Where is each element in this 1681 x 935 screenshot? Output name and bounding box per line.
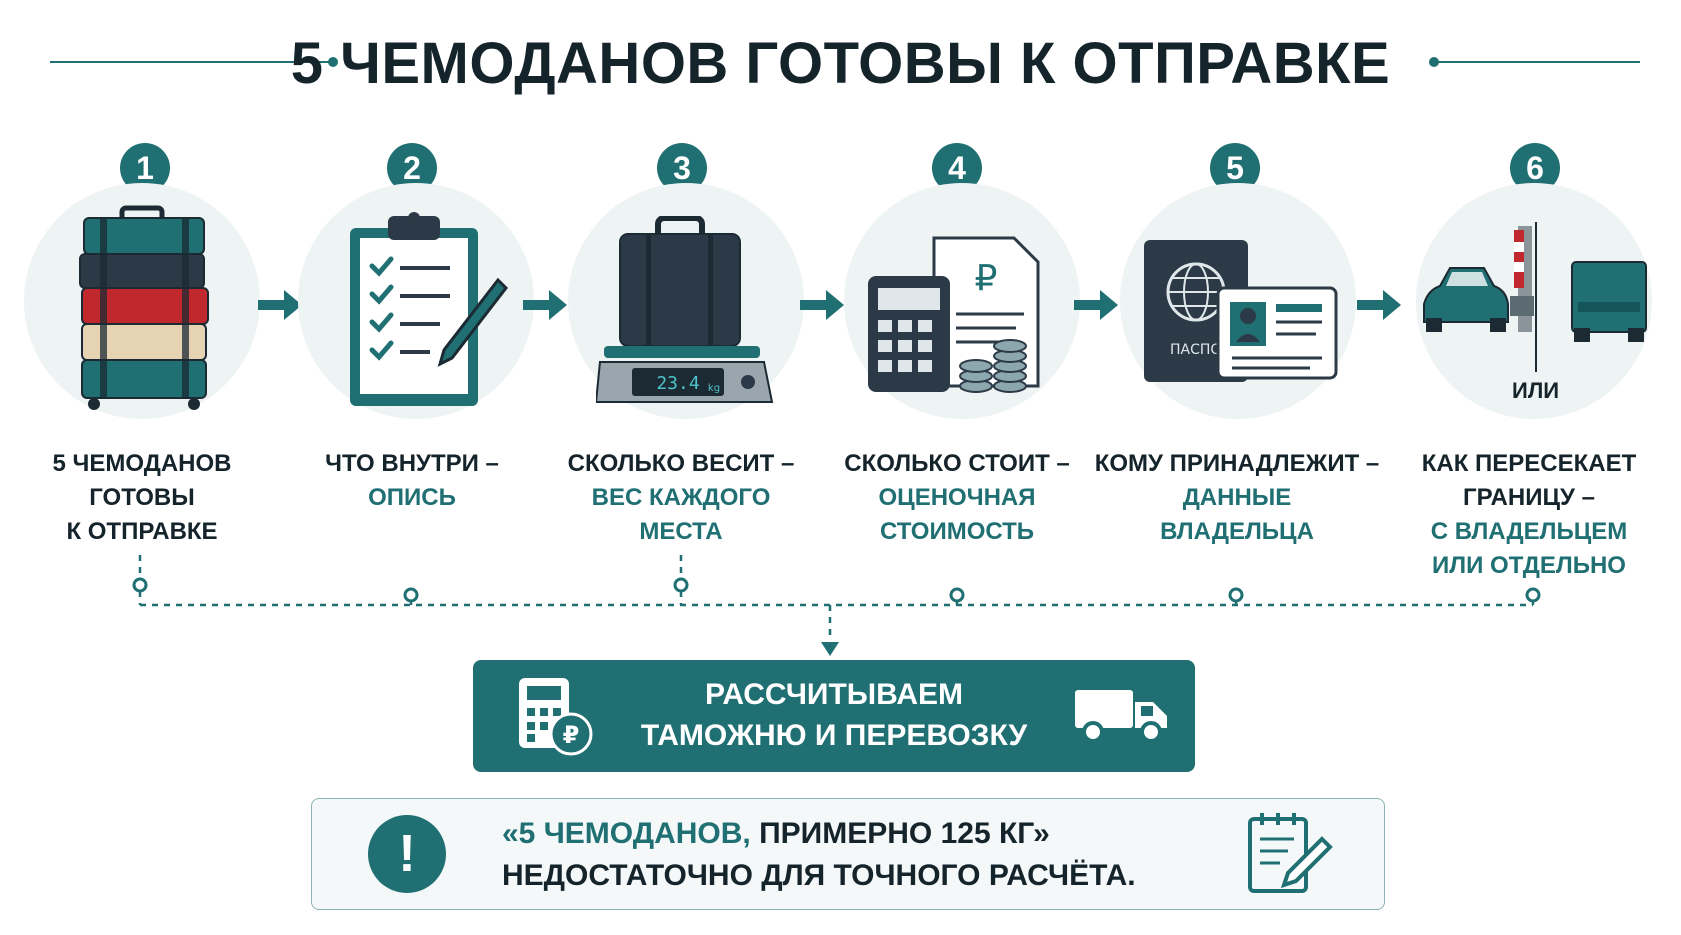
step-1-line-1: 5 ЧЕМОДАНОВ bbox=[52, 450, 232, 477]
step-2-label: ЧТО ВНУТРИ – ОПИСЬ bbox=[267, 447, 557, 515]
arrow-right-icon bbox=[258, 290, 302, 320]
car-border-truck-icon bbox=[1423, 222, 1647, 372]
banner-line-2: ТАМОЖНЮ И ПЕРЕВОЗКУ bbox=[640, 719, 1028, 752]
or-label: ИЛИ bbox=[1512, 378, 1560, 403]
step-4-label: СКОЛЬКО СТОИТ – ОЦЕНОЧНАЯ СТОИМОСТЬ bbox=[812, 447, 1102, 549]
step-3-answer-2: МЕСТА bbox=[639, 518, 723, 545]
step-5-question: КОМУ ПРИНАДЛЕЖИТ – bbox=[1094, 450, 1380, 477]
step-1-label: 5 ЧЕМОДАНОВ ГОТОВЫ К ОТПРАВКЕ bbox=[0, 447, 287, 549]
step-3-question: СКОЛЬКО ВЕСИТ – bbox=[567, 450, 795, 477]
step-6-question-2: ГРАНИЦУ – bbox=[1463, 484, 1595, 511]
step-3-answer-1: ВЕС КАЖДОГО bbox=[591, 484, 771, 511]
step-2-answer: ОПИСЬ bbox=[368, 484, 456, 511]
title-right-dot bbox=[1429, 57, 1439, 67]
step-5-answer-2: ВЛАДЕЛЬЦА bbox=[1160, 518, 1314, 545]
step-3-label: СКОЛЬКО ВЕСИТ – ВЕС КАЖДОГО МЕСТА bbox=[536, 447, 826, 549]
step-6-question-1: КАК ПЕРЕСЕКАЕТ bbox=[1421, 450, 1637, 477]
arrow-right-icon bbox=[1357, 290, 1401, 320]
suitcase-stack-icon bbox=[79, 205, 209, 410]
passport-text: ПАСПОР bbox=[1170, 342, 1230, 358]
truck-icon bbox=[1075, 690, 1167, 743]
step-2-question: ЧТО ВНУТРИ – bbox=[325, 450, 499, 477]
arrow-right-icon bbox=[1074, 290, 1118, 320]
step-5-answer-1: ДАННЫЕ bbox=[1182, 484, 1292, 511]
calculation-banner: ₽ РАССЧИТЫВАЕМ ТАМОЖНЮ И ПЕРЕВОЗКУ bbox=[473, 660, 1195, 772]
suitcase-scale-icon: 23.4 kg bbox=[596, 216, 774, 403]
arrow-right-icon bbox=[800, 290, 844, 320]
banner-text: РАССЧИТЫВАЕМ ТАМОЖНЮ И ПЕРЕВОЗКУ bbox=[603, 674, 1065, 756]
step-4-answer-1: ОЦЕНОЧНАЯ bbox=[878, 484, 1036, 511]
passport-id-card-icon: ПАСПОР bbox=[1144, 240, 1338, 382]
notepad-pen-icon bbox=[1248, 813, 1333, 893]
step-1-line-2: ГОТОВЫ bbox=[89, 484, 195, 511]
note-line-1-rest: ПРИМЕРНО 125 КГ» bbox=[750, 817, 1050, 850]
warning-note: ! «5 ЧЕМОДАНОВ, ПРИМЕРНО 125 КГ» НЕДОСТА… bbox=[311, 798, 1385, 910]
banner-line-1: РАССЧИТЫВАЕМ bbox=[704, 678, 964, 711]
calculator-invoice-icon: ₽ bbox=[868, 236, 1040, 393]
banner-ruble-symbol: ₽ bbox=[563, 721, 580, 749]
title-right-line bbox=[1437, 61, 1640, 63]
step-5-label: КОМУ ПРИНАДЛЕЖИТ – ДАННЫЕ ВЛАДЕЛЬЦА bbox=[1092, 447, 1382, 549]
step-6-answer-2: ИЛИ ОТДЕЛЬНО bbox=[1432, 552, 1626, 579]
page-title: 5 ЧЕМОДАНОВ ГОТОВЫ К ОТПРАВКЕ bbox=[290, 31, 1391, 96]
exclamation-icon: ! bbox=[368, 815, 446, 893]
scale-reading: 23.4 bbox=[656, 373, 699, 394]
title-left-line bbox=[50, 61, 332, 63]
step-4-question: СКОЛЬКО СТОИТ – bbox=[844, 450, 1070, 477]
calculator-ruble-icon: ₽ bbox=[519, 678, 593, 756]
arrow-right-icon bbox=[523, 290, 567, 320]
title-bar: 5 ЧЕМОДАНОВ ГОТОВЫ К ОТПРАВКЕ bbox=[0, 22, 1681, 102]
step-4-answer-2: СТОИМОСТЬ bbox=[879, 518, 1035, 545]
scale-unit: kg bbox=[708, 383, 720, 394]
ruble-symbol: ₽ bbox=[975, 258, 998, 299]
note-quote: «5 ЧЕМОДАНОВ, bbox=[502, 817, 751, 850]
note-text: «5 ЧЕМОДАНОВ, ПРИМЕРНО 125 КГ» НЕДОСТАТО… bbox=[502, 813, 1136, 897]
step-1-line-3: К ОТПРАВКЕ bbox=[66, 518, 218, 545]
step-6-label: КАК ПЕРЕСЕКАЕТ ГРАНИЦУ – С ВЛАДЕЛЬЦЕМ ИЛ… bbox=[1384, 447, 1674, 583]
title-left-dot bbox=[328, 57, 338, 67]
step-6-answer-1: С ВЛАДЕЛЬЦЕМ bbox=[1430, 518, 1628, 545]
note-line-2: НЕДОСТАТОЧНО ДЛЯ ТОЧНОГО РАСЧЁТА. bbox=[502, 859, 1136, 892]
clipboard-checklist-icon bbox=[350, 212, 508, 406]
connector-lines bbox=[132, 555, 1541, 656]
